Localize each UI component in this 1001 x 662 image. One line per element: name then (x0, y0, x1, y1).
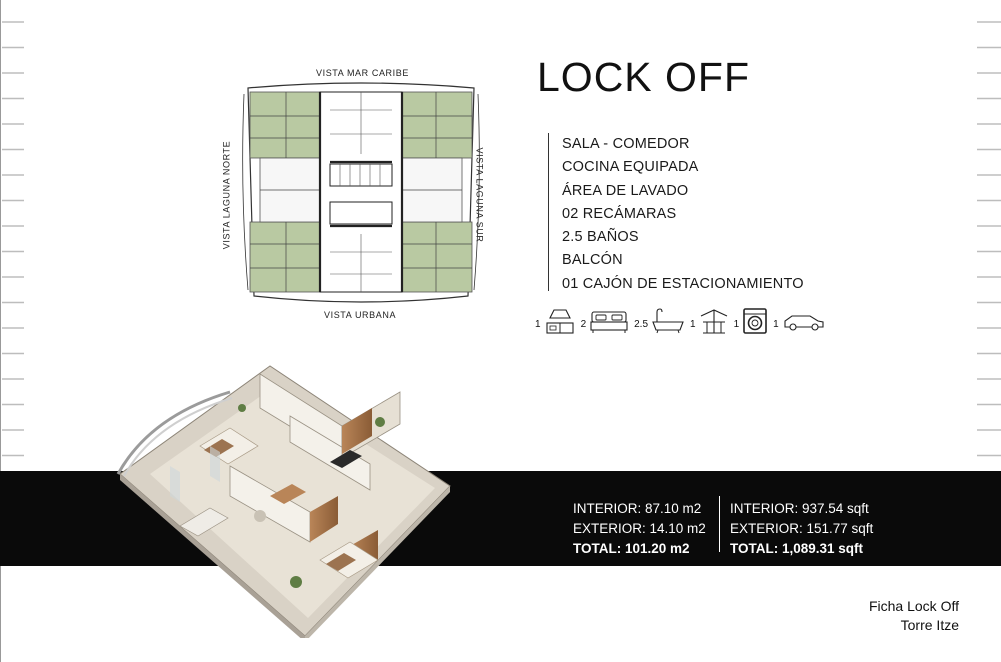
feature-item: 02 RECÁMARAS (562, 205, 677, 222)
washer-icon (743, 308, 767, 334)
feature-item: BALCÓN (562, 252, 623, 269)
tower-floor-plan (242, 82, 480, 303)
feature-item: 2.5 BAÑOS (562, 229, 639, 246)
amenity-count: 1 (733, 319, 740, 330)
areas-sqft: INTERIOR: 937.54 sqft EXTERIOR: 151.77 s… (730, 499, 873, 559)
amenity-count: 2 (580, 319, 587, 330)
amenity-laundry: 1 (734, 308, 769, 334)
feature-item: SALA - COMEDOR (562, 136, 690, 152)
feature-list: SALA - COMEDOR COCINA EQUIPADA ÁREA DE L… (548, 133, 804, 292)
amenity-balcony: 1 (690, 308, 729, 334)
amenity-parking: 1 (773, 308, 826, 334)
amenity-icons-row: 1 2 2.5 1 (535, 306, 831, 336)
amenity-count: 2.5 (634, 319, 649, 330)
interior-area-m2: INTERIOR: 87.10 m2 (573, 501, 702, 516)
amenity-count: 1 (690, 319, 696, 330)
amenity-count: 1 (773, 319, 779, 330)
total-area-m2: TOTAL: 101.20 m2 (573, 541, 690, 556)
footer-line-2: Torre Itze (900, 617, 959, 633)
exterior-area-m2: EXTERIOR: 14.10 m2 (573, 521, 706, 536)
plan-view-top-label: VISTA MAR CARIBE (316, 68, 409, 78)
amenity-bedroom: 2 (581, 308, 630, 334)
right-ruler-decoration (977, 21, 1001, 457)
footer-line-1: Ficha Lock Off (868, 598, 959, 614)
page-title: LOCK OFF (537, 54, 751, 100)
total-area-sqft: TOTAL: 1,089.31 sqft (730, 541, 864, 556)
feature-item: 01 CAJÓN DE ESTACIONAMIENTO (562, 275, 804, 292)
balcony-icon (700, 309, 727, 334)
areas-m2: INTERIOR: 87.10 m2 EXTERIOR: 14.10 m2 TO… (573, 499, 706, 559)
exterior-area-sqft: EXTERIOR: 151.77 sqft (730, 521, 874, 536)
plan-view-bottom-label: VISTA URBANA (324, 310, 397, 320)
isometric-apartment-render (116, 365, 451, 638)
feature-item: COCINA EQUIPADA (562, 159, 699, 176)
area-divider (719, 496, 720, 552)
bathtub-icon (652, 308, 684, 334)
feature-item: ÁREA DE LAVADO (562, 182, 689, 199)
amenity-count: 1 (535, 319, 541, 330)
interior-area-sqft: INTERIOR: 937.54 sqft (730, 501, 869, 516)
footer-caption: Ficha Lock Off Torre Itze (869, 597, 959, 635)
car-icon (784, 315, 824, 331)
kitchen-icon (546, 309, 574, 334)
amenity-bathroom: 2.5 (634, 308, 685, 334)
bed-icon (590, 311, 628, 333)
amenity-kitchen: 1 (535, 308, 576, 334)
